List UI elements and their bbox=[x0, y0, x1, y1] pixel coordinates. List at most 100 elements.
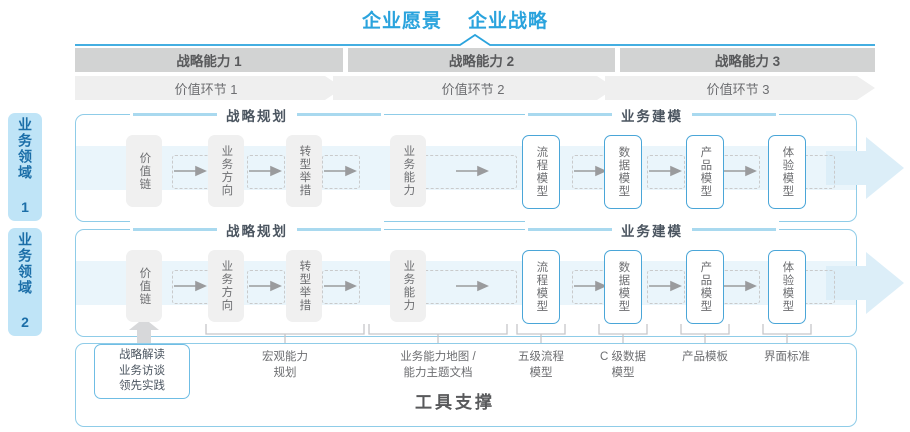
tool-line: 领先实践 bbox=[119, 380, 165, 393]
tool-line: 业务访谈 bbox=[119, 364, 165, 377]
tool-line: 产品模板 bbox=[682, 351, 728, 363]
step-box-1-product-model[interactable]: 产品模型 bbox=[686, 135, 724, 209]
section-rule-right bbox=[692, 228, 776, 231]
step-label: 数据模型 bbox=[617, 261, 630, 313]
tool-line: C 级数据 bbox=[600, 351, 646, 363]
capability-bar-2[interactable]: 战略能力 2 bbox=[348, 48, 615, 72]
step-box-2-value-chain[interactable]: 价值链 bbox=[126, 250, 162, 322]
arrow-icon-1g bbox=[724, 165, 757, 177]
strategic-capability-row: 战略能力 1 战略能力 2 战略能力 3 bbox=[75, 48, 875, 72]
tool-label-capability-map[interactable]: 业务能力地图 / 能力主题文档 bbox=[368, 350, 508, 381]
tool-support-title: 工具支撑 bbox=[415, 393, 495, 412]
domain-panel-1 bbox=[75, 114, 857, 222]
tool-line: 界面标准 bbox=[764, 351, 810, 363]
section-rule-left bbox=[133, 228, 217, 231]
step-box-1-data-model[interactable]: 数据模型 bbox=[604, 135, 642, 209]
step-box-1-business-direction[interactable]: 业务方向 bbox=[208, 135, 244, 207]
tool-bracket-ui-standard bbox=[762, 324, 812, 344]
step-box-1-value-chain[interactable]: 价值链 bbox=[126, 135, 162, 207]
step-label: 流程模型 bbox=[535, 261, 548, 313]
arrow-icon-2b bbox=[249, 280, 282, 292]
step-label: 转型举措 bbox=[298, 260, 311, 312]
step-label: 业务能力 bbox=[402, 260, 415, 312]
tool-line: 五级流程 bbox=[518, 351, 564, 363]
tool-bracket-capability-map bbox=[368, 324, 508, 344]
step-label: 业务方向 bbox=[220, 145, 233, 197]
section-rule-right bbox=[297, 113, 381, 116]
tool-support-panel bbox=[75, 343, 857, 427]
section-title: 业务建模 bbox=[621, 223, 683, 239]
step-label: 数据模型 bbox=[617, 146, 630, 198]
capability-bar-3[interactable]: 战略能力 3 bbox=[620, 48, 875, 72]
section-rule-right bbox=[692, 113, 776, 116]
section-rule-left bbox=[528, 113, 612, 116]
flow-band-1 bbox=[76, 146, 856, 190]
sidebar-domain-1[interactable]: 业务领域 1 bbox=[8, 113, 42, 221]
step-box-1-experience-model[interactable]: 体验模型 bbox=[768, 135, 806, 209]
section-title: 业务建模 bbox=[621, 108, 683, 124]
step-box-2-process-model[interactable]: 流程模型 bbox=[522, 250, 560, 324]
track-1f bbox=[647, 155, 685, 189]
value-chain-row: 价值环节 1 价值环节 2 价值环节 3 bbox=[75, 76, 875, 100]
value-chain-label-3[interactable]: 价值环节 3 bbox=[706, 81, 770, 97]
section-header-2-modeling: 业务建模 bbox=[525, 221, 779, 239]
arrow-icon-1d bbox=[456, 165, 489, 177]
step-box-2-business-capability[interactable]: 业务能力 bbox=[390, 250, 426, 322]
arrow-icon-2c bbox=[324, 280, 357, 292]
section-rule-right bbox=[297, 228, 381, 231]
step-box-2-experience-model[interactable]: 体验模型 bbox=[768, 250, 806, 324]
step-label: 体验模型 bbox=[781, 146, 794, 198]
tool-label-product-template[interactable]: 产品模板 bbox=[660, 350, 750, 366]
tool-line: 宏观能力 bbox=[262, 351, 308, 363]
tool-bracket-macro-capability bbox=[205, 324, 365, 344]
step-label: 转型举措 bbox=[298, 145, 311, 197]
enterprise-vision-title: 企业愿景 bbox=[361, 10, 442, 32]
track-2c bbox=[322, 270, 360, 304]
value-chain-arrow-shapes bbox=[75, 76, 875, 100]
step-label: 产品模型 bbox=[699, 261, 712, 313]
sidebar-domain-2[interactable]: 业务领域 2 bbox=[8, 228, 42, 336]
value-chain-label-1[interactable]: 价值环节 1 bbox=[174, 81, 238, 97]
arrow-icon-2f bbox=[649, 280, 682, 292]
domain-1-output-arrow-icon bbox=[826, 137, 904, 199]
step-box-2-data-model[interactable]: 数据模型 bbox=[604, 250, 642, 324]
step-label: 价值链 bbox=[138, 151, 151, 191]
step-label: 业务方向 bbox=[220, 260, 233, 312]
step-label: 价值链 bbox=[138, 266, 151, 306]
step-label: 业务能力 bbox=[402, 145, 415, 197]
step-label: 体验模型 bbox=[781, 261, 794, 313]
arrow-icon-1b bbox=[249, 165, 282, 177]
track-1b bbox=[247, 155, 285, 189]
section-rule-left bbox=[528, 228, 612, 231]
arrow-icon-2e bbox=[574, 280, 607, 292]
tool-bracket-product-template bbox=[680, 324, 730, 344]
tool-connector-up-arrow-icon bbox=[129, 318, 159, 344]
step-label: 产品模型 bbox=[699, 146, 712, 198]
tool-label-ui-standard[interactable]: 界面标准 bbox=[742, 350, 832, 366]
arrow-icon-1c bbox=[324, 165, 357, 177]
tool-label-strategy-interpretation[interactable]: 战略解读 业务访谈 领先实践 bbox=[94, 344, 190, 399]
tool-line: 战略解读 bbox=[119, 349, 165, 361]
step-box-2-product-model[interactable]: 产品模型 bbox=[686, 250, 724, 324]
tool-line: 能力主题文档 bbox=[403, 366, 473, 379]
domain-2-label: 业务领域 2 bbox=[17, 232, 33, 332]
section-title: 战略规划 bbox=[226, 108, 288, 124]
tool-label-c-level-data-model[interactable]: C 级数据 模型 bbox=[578, 350, 668, 381]
step-label: 流程模型 bbox=[535, 146, 548, 198]
tool-bracket-data-model bbox=[598, 324, 648, 344]
domain-1-label: 业务领域 1 bbox=[17, 117, 33, 217]
title-bracket-icon bbox=[75, 33, 875, 46]
tool-label-five-level-process-model[interactable]: 五级流程 模型 bbox=[496, 350, 586, 381]
capability-bar-1[interactable]: 战略能力 1 bbox=[75, 48, 343, 72]
step-box-1-business-capability[interactable]: 业务能力 bbox=[390, 135, 426, 207]
track-1c bbox=[322, 155, 360, 189]
step-box-1-transformation[interactable]: 转型举措 bbox=[286, 135, 322, 207]
step-box-1-process-model[interactable]: 流程模型 bbox=[522, 135, 560, 209]
tool-label-macro-capability-planning[interactable]: 宏观能力 规划 bbox=[230, 350, 340, 381]
value-chain-label-2[interactable]: 价值环节 2 bbox=[441, 81, 505, 97]
section-title: 战略规划 bbox=[226, 223, 288, 239]
section-rule-left bbox=[133, 113, 217, 116]
step-box-2-business-direction[interactable]: 业务方向 bbox=[208, 250, 244, 322]
step-box-2-transformation[interactable]: 转型举措 bbox=[286, 250, 322, 322]
